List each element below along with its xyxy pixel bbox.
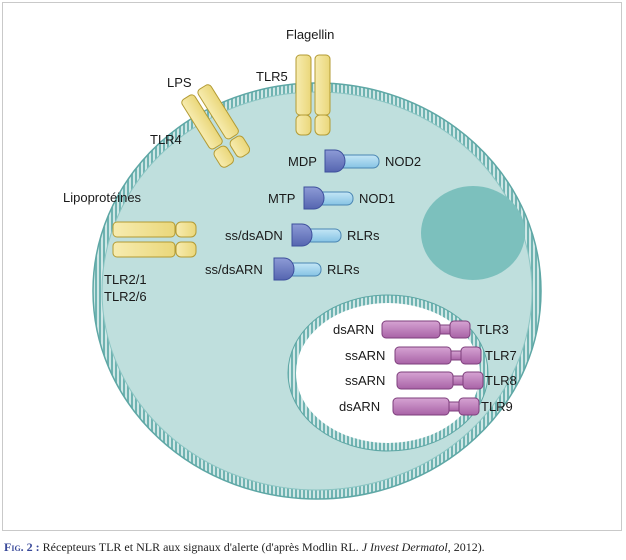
tlr7-receptor bbox=[394, 346, 482, 365]
rlrs-label-2: RLRs bbox=[327, 262, 360, 277]
tlr9-label: TLR9 bbox=[481, 399, 513, 414]
nod2-receptor bbox=[324, 149, 380, 173]
mdp-label: MDP bbox=[288, 154, 317, 169]
tlr8-label: TLR8 bbox=[485, 373, 517, 388]
tlr5-label: TLR5 bbox=[256, 69, 288, 84]
tlr4-receptor bbox=[181, 84, 251, 168]
ssarn-label-1: ssARN bbox=[345, 348, 385, 363]
tlr5-receptor bbox=[295, 54, 331, 136]
dsarn-label-1: dsARN bbox=[333, 322, 374, 337]
tlr2-1-label: TLR2/1 bbox=[104, 272, 147, 287]
cell bbox=[92, 82, 542, 500]
ss-dsadn-label: ss/dsADN bbox=[225, 228, 283, 243]
tlr2-6-label: TLR2/6 bbox=[104, 289, 147, 304]
cytoplasm bbox=[101, 91, 533, 491]
rlr-receptor-1 bbox=[291, 223, 342, 247]
figure-frame: Flagellin TLR5 LPS TLR4 Lipoprotéines TL… bbox=[2, 2, 622, 531]
mtp-label: MTP bbox=[268, 191, 295, 206]
ss-dsarn-label: ss/dsARN bbox=[205, 262, 263, 277]
figure-number: Fig. 2 : bbox=[4, 540, 40, 554]
caption-text: Récepteurs TLR et NLR aux signaux d'aler… bbox=[39, 540, 359, 554]
lipoproteines-label: Lipoprotéines bbox=[63, 190, 142, 205]
tlr4-label: TLR4 bbox=[150, 132, 182, 147]
tlr-nlr-diagram: Flagellin TLR5 LPS TLR4 Lipoprotéines TL… bbox=[63, 27, 542, 500]
ssarn-label-2: ssARN bbox=[345, 373, 385, 388]
tlr2-receptor bbox=[112, 221, 197, 258]
nod1-label: NOD1 bbox=[359, 191, 395, 206]
tlr3-receptor bbox=[381, 320, 471, 339]
rlr-receptor-2 bbox=[273, 257, 322, 281]
flagellin-label: Flagellin bbox=[286, 27, 334, 42]
tlr7-label: TLR7 bbox=[485, 348, 517, 363]
nucleus bbox=[421, 186, 525, 280]
nod2-label: NOD2 bbox=[385, 154, 421, 169]
caption-journal: J Invest Dermatol bbox=[361, 540, 448, 554]
tlr9-receptor bbox=[392, 397, 480, 416]
dsarn-label-2: dsARN bbox=[339, 399, 380, 414]
rlrs-label-1: RLRs bbox=[347, 228, 380, 243]
caption-tail: , 2012). bbox=[447, 540, 485, 554]
tlr3-label: TLR3 bbox=[477, 322, 509, 337]
lps-label: LPS bbox=[167, 75, 192, 90]
nod1-receptor bbox=[303, 186, 354, 210]
tlr8-receptor bbox=[396, 371, 484, 390]
figure-caption: Fig. 2 : Récepteurs TLR et NLR aux signa… bbox=[4, 540, 622, 555]
